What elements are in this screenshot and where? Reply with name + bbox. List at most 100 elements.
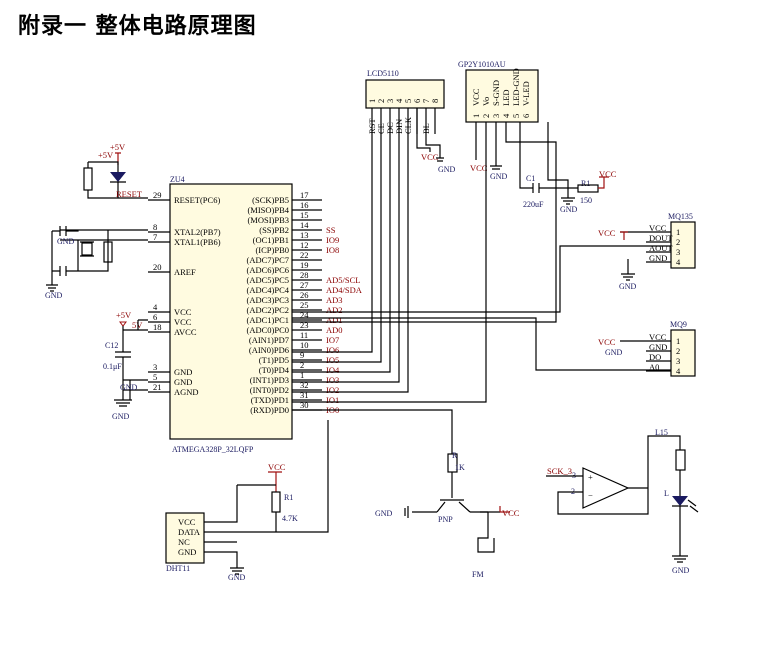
mcu-left-pin-num: 4 [153, 302, 158, 312]
lcd-pin-signal: DIN [394, 119, 404, 134]
gps-body [465, 69, 539, 123]
buzzer-circuit: R 1K GND PNP VCC FM [292, 409, 520, 579]
power-cap-ref: C12 [105, 341, 118, 350]
mcu-net-label: SS [326, 225, 336, 235]
mcu-net-label: AD2 [326, 305, 343, 315]
led-label: L [664, 489, 669, 498]
buzzer-pnp: PNP [438, 515, 453, 524]
mcu-right-pin-name: (AIN1)PD7 [249, 335, 289, 345]
lcd-ref: LCD5110 [367, 69, 399, 78]
reset-circuit: +5V +5V RESET [83, 142, 148, 199]
dht-res-val: 4.7K [282, 514, 298, 523]
mq-pin-num: 2 [676, 346, 680, 356]
mq-pin-label: DO [649, 352, 661, 362]
buzzer-gnd: GND [375, 509, 393, 518]
gps-ref: GP2Y1010AU [458, 60, 506, 69]
gps-pin-signal: Vo [481, 97, 491, 106]
gps-res-ref: R1 [581, 179, 590, 188]
mcu-net-label: IO3 [326, 375, 339, 385]
gps-pin-signal: V-LED [521, 81, 531, 106]
lcd-pin-signal: BL [421, 123, 431, 134]
mq-pin-label: GND [649, 342, 667, 352]
mq9-gnd: GND [605, 348, 623, 357]
reset-resistor [83, 167, 93, 191]
mcu-net-label: IO7 [326, 335, 339, 345]
mq-pin-label: DOUT [649, 233, 673, 243]
gps-vcc: VCC [470, 163, 488, 173]
mcu-net-label: IO8 [326, 245, 339, 255]
gps-pin-num: 1 [471, 114, 481, 118]
mq-pin-num: 2 [676, 237, 680, 247]
dht-vcc: VCC [268, 462, 286, 472]
mcu-right-pin-num: 11 [300, 330, 308, 340]
crystal [81, 242, 93, 256]
buzzer-vcc: VCC [502, 508, 520, 518]
mcu-left-pin-num: 18 [153, 322, 162, 332]
mcu-left-pin-num: 8 [153, 222, 157, 232]
mcu-right-pin-num: 22 [300, 250, 309, 260]
mcu-right-pin-num: 1 [300, 370, 304, 380]
power-5v-label: +5V [116, 310, 132, 320]
dht-pin-label: NC [178, 537, 190, 547]
crystal-resistor [103, 241, 113, 263]
mcu-net-label: IO4 [326, 365, 340, 375]
mcu-right-pin-name: (ADC1)PC1 [246, 315, 289, 325]
mcu-right-pin-name: (T0)PD4 [259, 365, 290, 375]
lcd-pin-num: 2 [376, 99, 386, 103]
mcu-right-pin-num: 14 [300, 220, 309, 230]
mq135-gnd: GND [619, 282, 637, 291]
mcu-net-label: IO9 [326, 235, 339, 245]
gps-pin-num: 6 [521, 114, 531, 118]
power-circuit: +5V 5V C12 0.1μF GND GND [103, 310, 148, 421]
lcd-gnd: GND [438, 165, 456, 174]
crystal-gnd: GND [57, 237, 75, 246]
mq-pin-num: 1 [676, 336, 680, 346]
mcu-left-pin-name: AVCC [174, 327, 197, 337]
buzzer-res-val: 1K [455, 463, 465, 472]
lcd-pin-num: 4 [394, 98, 404, 103]
gps-pin-num: 3 [491, 114, 501, 118]
led-diode [672, 496, 688, 506]
reset-supply-label-2: +5V [110, 142, 126, 152]
interconnect-wires [292, 108, 671, 403]
gps-gnd-2: GND [560, 205, 578, 214]
mcu-left-pin-num: 7 [153, 232, 157, 242]
mcu-left-pin-name: XTAL1(PB6) [174, 237, 221, 247]
gps-pin-signal: VCC [471, 88, 481, 106]
mcu-right-pin-name: (ADC0)PC0 [246, 325, 289, 335]
mq9-body [670, 329, 696, 377]
mcu-right-pin-num: 19 [300, 260, 309, 270]
mcu-left-pin-num: 29 [153, 190, 162, 200]
mq135-vcc: VCC [598, 228, 616, 238]
mcu-net-label: AD0 [326, 325, 343, 335]
mcu-right-pin-name: (ADC7)PC7 [246, 255, 289, 265]
mcu-left-pin-num: 3 [153, 362, 157, 372]
mcu-right-pin-num: 25 [300, 300, 309, 310]
gps-pin-signal: LED [501, 89, 511, 106]
mcu-right-pin-name: (ADC3)PC3 [246, 295, 289, 305]
mq9-ref: MQ9 [670, 320, 687, 329]
mq-pin-label: A0 [649, 362, 659, 372]
reset-supply-label: +5V [98, 150, 114, 160]
mcu-right-pin-num: 13 [300, 230, 309, 240]
lcd-pin-signal: CE [376, 123, 386, 134]
lcd-body [365, 79, 445, 109]
mcu-left-pins: RESET(PC6)29XTAL2(PB7)8XTAL1(PB6)7AREF20… [148, 190, 221, 397]
led-resistor [675, 449, 686, 471]
mcu-right-pin-num: 32 [300, 380, 309, 390]
mcu-net-label: AD1 [326, 315, 343, 325]
mcu-right-pin-num: 26 [300, 290, 309, 300]
gp2y1010au: GP2Y1010AU 1VCC2Vo3S-GND4LED5LED-GND6V-L… [458, 60, 617, 214]
mcu-right-pin-name: (OC1)PB1 [253, 235, 289, 245]
mcu-left-pin-name: XTAL2(PB7) [174, 227, 221, 237]
gps-pin-num: 5 [511, 114, 521, 118]
page-title: 附录一 整体电路原理图 [18, 14, 257, 39]
mcu-right-pin-num: 17 [300, 190, 309, 200]
mcu-right-pin-num: 31 [300, 390, 309, 400]
